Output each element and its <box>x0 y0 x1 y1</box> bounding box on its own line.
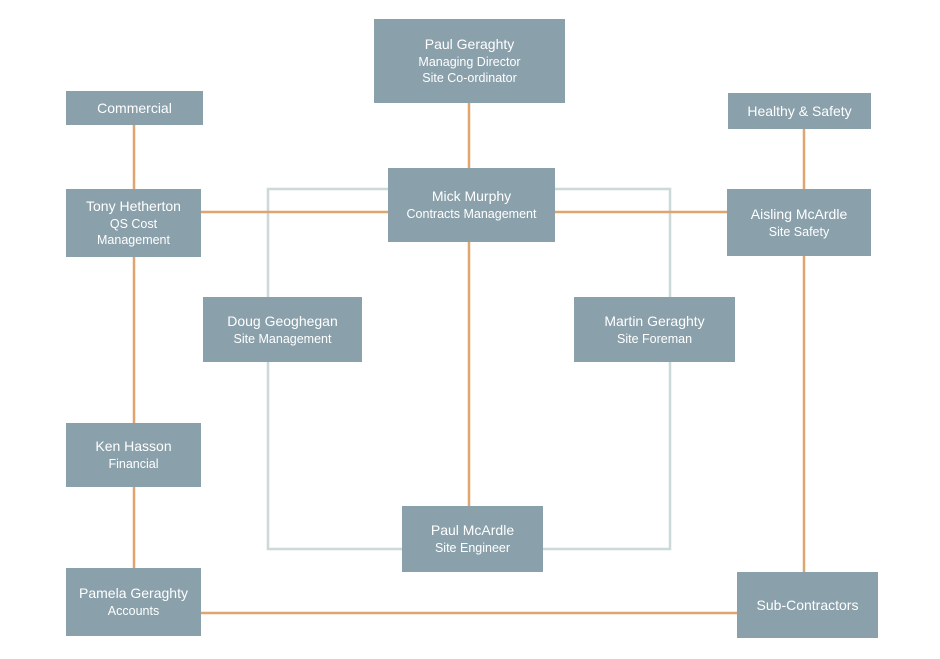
node-pamela-geraghty: Pamela Geraghty Accounts <box>66 568 201 636</box>
node-role: Site Safety <box>768 224 830 239</box>
site-team-frame-right <box>543 187 672 551</box>
node-tony-hetherton: Tony Hetherton QS Cost Management <box>66 189 201 257</box>
node-name: Tony Hetherton <box>86 197 181 214</box>
node-sub-contractors: Sub-Contractors <box>737 572 878 638</box>
node-role: Managing Director <box>418 54 521 69</box>
node-martin-geraghty: Martin Geraghty Site Foreman <box>574 297 735 362</box>
node-role: Financial <box>108 457 159 471</box>
node-role: QS Cost <box>109 216 158 231</box>
node-name: Paul McArdle <box>430 522 515 539</box>
node-paul-geraghty: Paul Geraghty Managing Director Site Co-… <box>374 19 565 103</box>
node-name: Paul Geraghty <box>424 35 515 52</box>
node-name: Healthy & Safety <box>747 102 852 119</box>
node-role: Site Co-ordinator <box>422 71 517 86</box>
node-paul-mcardle: Paul McArdle Site Engineer <box>402 506 543 572</box>
node-name: Ken Hasson <box>95 438 172 455</box>
node-name: Commercial <box>97 99 172 116</box>
node-name: Martin Geraghty <box>604 312 705 329</box>
node-commercial: Commercial <box>66 91 203 125</box>
node-role: Contracts Management <box>406 207 537 221</box>
node-name: Aisling McArdle <box>750 205 848 222</box>
node-role: Management <box>97 233 170 248</box>
node-name: Pamela Geraghty <box>79 585 188 602</box>
node-role: Site Foreman <box>616 331 693 346</box>
node-role: Site Engineer <box>434 541 511 555</box>
node-name: Sub-Contractors <box>756 596 859 613</box>
node-ken-hasson: Ken Hasson Financial <box>66 423 201 487</box>
node-health-safety: Healthy & Safety <box>728 93 871 129</box>
node-name: Doug Geoghegan <box>227 312 338 329</box>
node-role: Accounts <box>107 604 160 618</box>
node-role: Site Management <box>233 331 332 346</box>
node-aisling-mcardle: Aisling McArdle Site Safety <box>727 189 871 256</box>
node-mick-murphy: Mick Murphy Contracts Management <box>388 168 555 242</box>
site-team-frame <box>266 187 402 551</box>
node-name: Mick Murphy <box>431 188 512 205</box>
node-doug-geoghegan: Doug Geoghegan Site Management <box>203 297 362 362</box>
